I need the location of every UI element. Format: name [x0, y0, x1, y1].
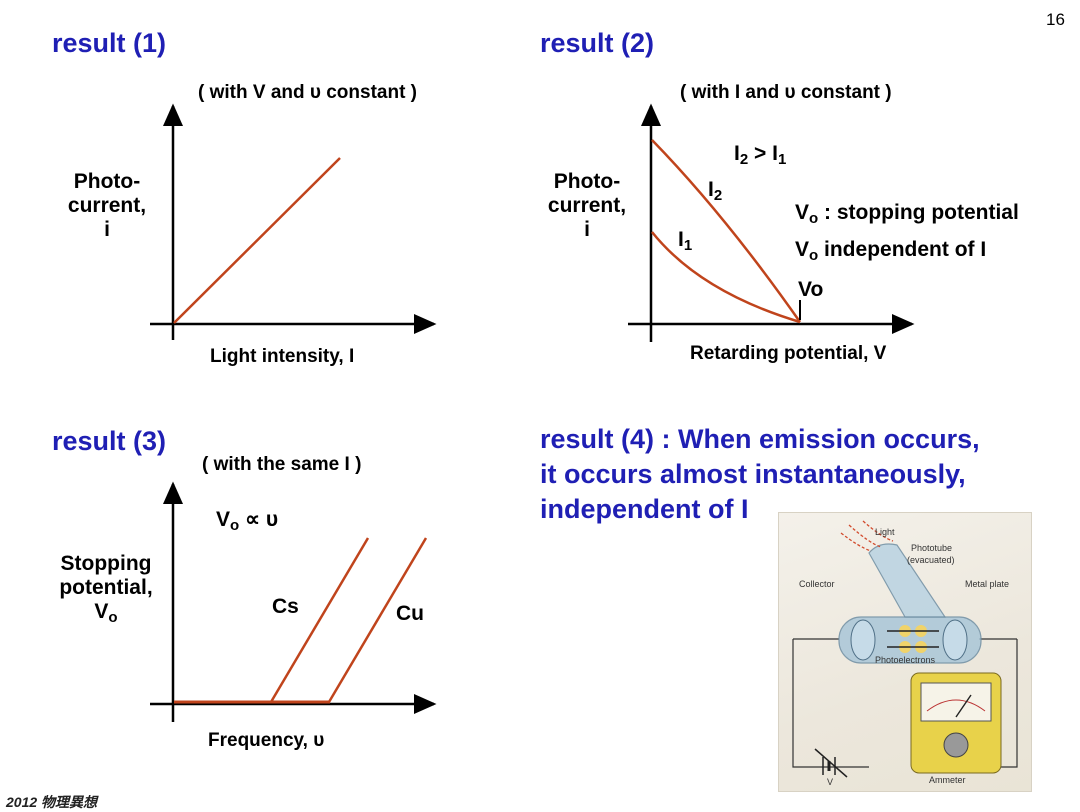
graph2-axes — [628, 103, 915, 342]
result2-condition: ( with I and υ constant ) — [680, 82, 892, 103]
footer-text: 2012 物理異想 — [6, 794, 98, 810]
result3-heading: result (3) — [52, 426, 167, 456]
result2-heading: result (2) — [540, 28, 655, 58]
photoelectrons-label: Photoelectrons — [875, 655, 936, 665]
label-vo: Vo — [798, 278, 824, 301]
result3-condition: ( with the same I ) — [202, 454, 362, 475]
graph2-curve-i1 — [651, 231, 801, 324]
result2-ylabel: Photo-current,i — [547, 170, 627, 241]
label-cs: Cs — [272, 595, 299, 618]
intensity-relation: I2 > I1 — [734, 142, 787, 168]
result4-text: result (4) : When emission occurs,it occ… — [540, 424, 980, 524]
phototube-illustration: Light Phototube (evacuated) Collector Me… — [778, 512, 1032, 792]
graph1-line — [173, 157, 341, 324]
evacuated-label: (evacuated) — [907, 555, 955, 565]
result1-condition: ( with V and υ constant ) — [198, 82, 418, 103]
metal-plate-label: Metal plate — [965, 579, 1010, 589]
result3-xlabel: Frequency, υ — [208, 730, 325, 751]
voltage-label: V — [827, 777, 834, 787]
ammeter-label: Ammeter — [929, 775, 966, 785]
proportionality-label: Vo ∝ υ — [216, 508, 279, 534]
phototube-label: Phototube — [911, 543, 953, 553]
stopping-potential-note: Vo : stopping potential — [795, 201, 1019, 227]
result1-ylabel: Photo-current,i — [67, 170, 147, 241]
page-number: 16 — [1046, 10, 1065, 29]
result1-heading: result (1) — [52, 28, 167, 58]
graph3-axes — [150, 481, 437, 722]
phototube-drawing — [792, 520, 1018, 778]
graph3-line-cu — [327, 537, 428, 703]
label-cu: Cu — [396, 602, 424, 625]
label-i2: I2 — [708, 178, 723, 204]
result1-xlabel: Light intensity, I — [210, 346, 355, 367]
collector-label: Collector — [799, 579, 835, 589]
graph3-line-cs — [269, 537, 370, 703]
result2-xlabel: Retarding potential, V — [690, 343, 887, 364]
graph2-curve-i2 — [651, 139, 802, 323]
light-label: Light — [875, 527, 895, 537]
independence-note: Vo independent of I — [795, 238, 987, 264]
label-i1: I1 — [678, 228, 693, 254]
graph1-axes — [150, 103, 437, 340]
